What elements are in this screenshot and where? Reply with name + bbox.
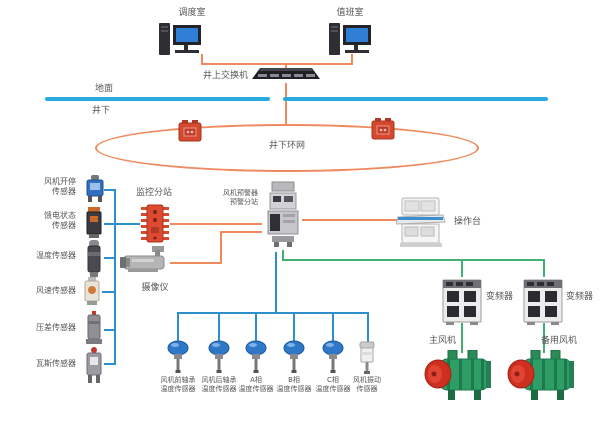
phase-a-temp-sensor-icon <box>245 340 267 378</box>
bearing-front-temp-sensor-label: 风机前轴承 温度传感器 <box>160 376 196 393</box>
ground-bar <box>283 97 548 101</box>
cable-green <box>543 259 545 277</box>
phase-c-temp-sensor-label: C相 温度传感器 <box>315 376 351 393</box>
cable-blue <box>275 252 277 314</box>
cable-orange <box>220 231 222 264</box>
fan-onoff-sensor-label: 风机开停 传感器 <box>44 177 76 196</box>
cable-green <box>282 259 545 261</box>
gas-sensor-icon <box>84 347 104 389</box>
cable-blue <box>104 223 140 225</box>
dispatch-room-label: 调度室 <box>178 8 206 18</box>
inverter-left-label: 变频器 <box>486 292 514 302</box>
temperature-sensor-label: 温度传感器 <box>36 251 76 260</box>
bearing-front-temp-sensor-icon <box>167 340 189 378</box>
vibration-sensor-icon <box>356 340 378 378</box>
cable-green <box>461 259 463 277</box>
monitoring-substation-icon <box>140 203 170 247</box>
pressure-diff-sensor-label: 压差传感器 <box>36 323 76 332</box>
cable-blue-bus <box>177 312 369 314</box>
cable-orange <box>170 223 262 225</box>
cable-green <box>282 250 284 261</box>
controller-label: 风机预警器 预警分站 <box>223 189 258 206</box>
phase-c-temp-sensor-icon <box>322 340 344 378</box>
main-fan-label: 主风机 <box>429 336 457 346</box>
camera-label: 摄像仪 <box>141 283 169 293</box>
cable-blue <box>218 312 220 342</box>
ring-node-icon <box>371 118 395 144</box>
pressure-diff-sensor-icon <box>84 311 104 351</box>
monitoring-substation-label: 监控分站 <box>135 188 172 198</box>
duty-room-label: 值班室 <box>336 8 364 18</box>
cable-green <box>461 323 463 353</box>
cable-orange <box>201 63 353 65</box>
ground-bar <box>45 97 270 101</box>
cable-orange <box>285 63 287 68</box>
cable-orange <box>220 231 262 233</box>
cable-orange <box>302 219 398 221</box>
ring-node-icon <box>178 120 202 146</box>
inverter-right-label: 变频器 <box>566 292 594 302</box>
wind-speed-sensor-icon <box>82 277 102 311</box>
cable-orange <box>351 54 353 65</box>
console-label: 操作台 <box>454 217 482 227</box>
inverter-icon <box>440 276 484 330</box>
ring-network-label: 井下环网 <box>268 141 305 151</box>
surface-label: 地面 <box>95 84 114 94</box>
wind-speed-sensor-label: 风速传感器 <box>36 286 76 295</box>
cable-blue <box>104 257 116 259</box>
feed-status-sensor-icon <box>84 207 104 243</box>
cable-orange <box>170 262 222 264</box>
controller-icon <box>260 180 304 256</box>
phase-b-temp-sensor-icon <box>283 340 305 378</box>
main-fan-icon <box>424 349 494 406</box>
cable-green <box>543 323 545 353</box>
phase-a-temp-sensor-label: A相 温度传感器 <box>238 376 274 393</box>
phase-b-temp-sensor-label: B相 温度传感器 <box>276 376 312 393</box>
cable-blue <box>293 312 295 342</box>
surface-switch-label: 井上交换机 <box>202 71 248 81</box>
cable-orange <box>285 83 287 125</box>
switch-icon <box>252 65 320 87</box>
cable-blue <box>255 312 257 342</box>
cable-blue-trunk <box>114 189 116 365</box>
computer-icon <box>328 21 374 65</box>
cable-blue <box>102 291 116 293</box>
bearing-rear-temp-sensor-icon <box>208 340 230 378</box>
console-icon <box>395 197 450 253</box>
underground-label: 井下 <box>92 106 111 116</box>
backup-fan-label: 备用风机 <box>541 336 578 346</box>
temperature-sensor-icon <box>84 240 104 282</box>
cable-blue <box>104 189 116 191</box>
cable-blue <box>367 312 369 342</box>
ring-network-ellipse <box>95 124 479 172</box>
gas-sensor-label: 瓦斯传感器 <box>36 359 76 368</box>
bearing-rear-temp-sensor-label: 风机后轴承 温度传感器 <box>201 376 237 393</box>
feed-status-sensor-label: 馈电状态 传感器 <box>44 211 76 230</box>
vibration-sensor-label: 风机振动 传感器 <box>353 376 381 393</box>
inverter-icon <box>521 276 565 330</box>
cable-blue <box>104 363 116 365</box>
cable-blue <box>177 312 179 342</box>
cable-blue <box>332 312 334 342</box>
cable-orange <box>201 54 203 65</box>
backup-fan-icon <box>507 349 577 406</box>
fan-onoff-sensor-icon <box>84 175 106 207</box>
cable-blue <box>104 329 116 331</box>
computer-icon <box>158 21 204 65</box>
camera-icon <box>120 246 170 280</box>
